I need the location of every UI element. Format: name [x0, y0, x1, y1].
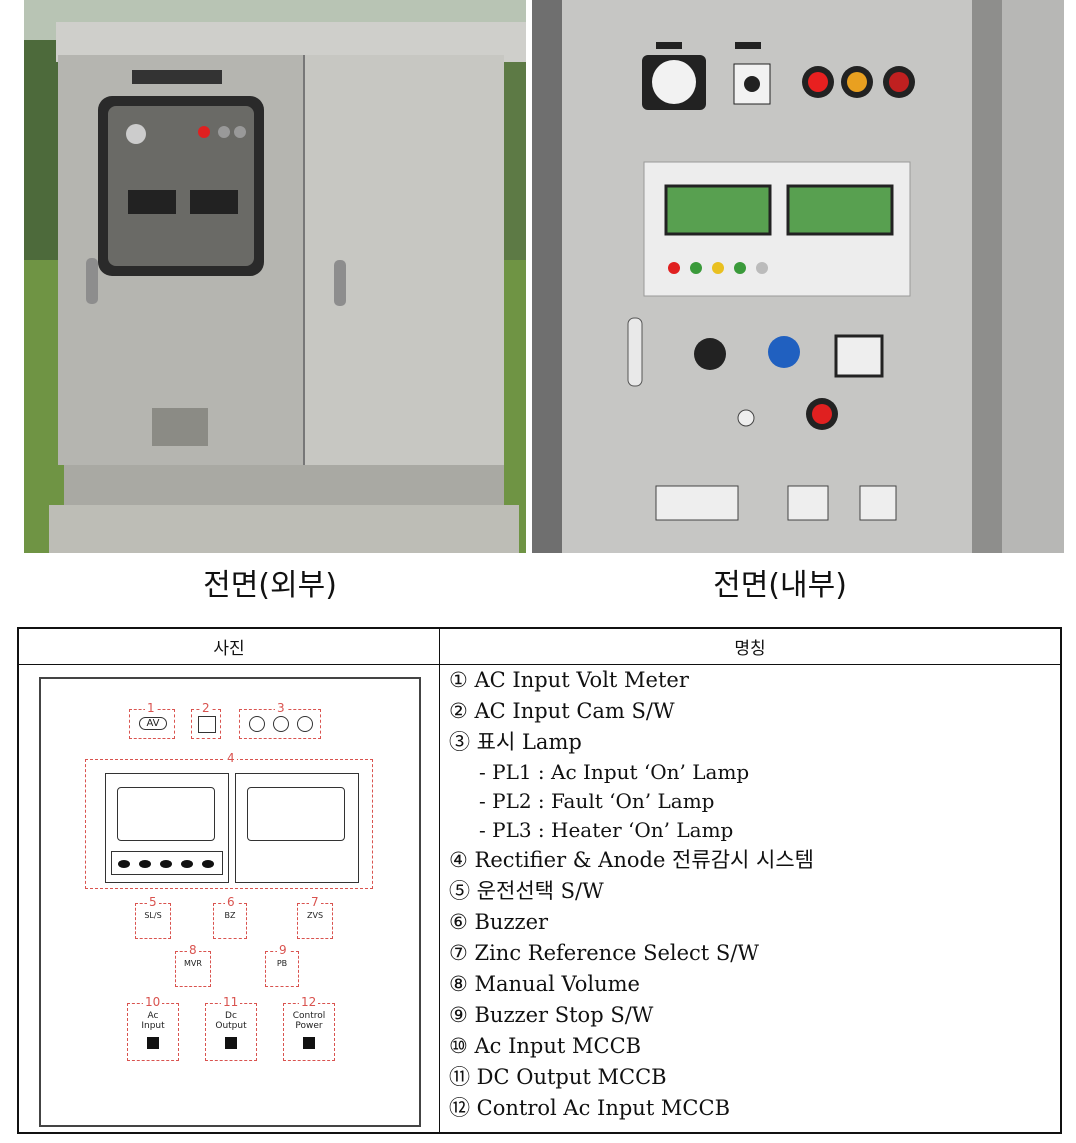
anode-monitor-unit — [235, 773, 359, 883]
interior-panel-photo — [532, 0, 1064, 553]
list-item: ⑨ Buzzer Stop S/W — [449, 1003, 654, 1027]
list-subitem: - PL3 : Heater ‘On’ Lamp — [479, 818, 734, 842]
ac-input-mccb-label: Ac Input — [141, 1011, 165, 1031]
control-power-mccb-icon — [303, 1037, 315, 1049]
exterior-cabinet-photo — [24, 0, 526, 553]
list-item: ⑩ Ac Input MCCB — [449, 1034, 642, 1058]
rectifier-lcd-screen — [117, 787, 215, 841]
name-column-header: 명칭 — [440, 629, 1060, 665]
diagram-number-2: 2 — [200, 701, 212, 715]
volt-meter-label: AV — [139, 717, 167, 730]
list-item: ⑧ Manual Volume — [449, 972, 640, 996]
component-name-list: ① AC Input Volt Meter ② AC Input Cam S/W… — [449, 665, 814, 1124]
pilot-lamp-3-icon — [297, 716, 313, 732]
list-item: ⑤ 운전선택 S/W — [449, 879, 604, 903]
ac-input-mccb-icon — [147, 1037, 159, 1049]
list-item: ③ 표시 Lamp — [449, 730, 582, 754]
diagram-number-3: 3 — [275, 701, 287, 715]
dc-output-mccb-label: Dc Output — [215, 1011, 247, 1031]
buzzer-label: BZ — [224, 911, 236, 920]
selector-switch-label: SL/S — [144, 911, 162, 920]
pilot-lamp-2-icon — [273, 716, 289, 732]
interior-caption: 전면(내부) — [713, 568, 847, 603]
list-item: ① AC Input Volt Meter — [449, 668, 689, 692]
pilot-lamp-1-icon — [249, 716, 265, 732]
diagram-number-7: 7 — [309, 895, 321, 909]
list-item: ⑥ Buzzer — [449, 910, 549, 934]
exterior-cabinet-illustration — [24, 0, 526, 553]
buzzer-stop-label: PB — [276, 959, 288, 968]
diagram-number-10: 10 — [143, 995, 163, 1009]
diagram-number-4: 4 — [225, 751, 237, 765]
anode-lcd-screen — [247, 787, 345, 841]
list-subitem: - PL1 : Ac Input ‘On’ Lamp — [479, 760, 750, 784]
rectifier-monitor-unit — [105, 773, 229, 883]
photo-column-header: 사진 — [19, 629, 439, 665]
diagram-number-5: 5 — [147, 895, 159, 909]
list-item: ② AC Input Cam S/W — [449, 699, 675, 723]
list-subitem: - PL2 : Fault ‘On’ Lamp — [479, 789, 715, 813]
interior-panel-illustration — [532, 0, 1064, 553]
panel-layout-diagram: 1 AV 2 3 4 5 SL/S — [39, 677, 421, 1127]
cam-switch-icon — [198, 716, 216, 733]
list-item: ⑫ Control Ac Input MCCB — [449, 1096, 730, 1120]
zinc-select-label: ZVS — [306, 911, 324, 920]
diagram-number-6: 6 — [225, 895, 237, 909]
component-table: 사진 명칭 1 AV 2 3 4 — [17, 627, 1062, 1134]
diagram-number-1: 1 — [145, 701, 157, 715]
list-item: ⑦ Zinc Reference Select S/W — [449, 941, 759, 965]
manual-volume-label: MVR — [184, 959, 202, 968]
diagram-number-11: 11 — [221, 995, 241, 1009]
list-item: ④ Rectifier & Anode 전류감시 시스템 — [449, 848, 814, 872]
list-item: ⑪ DC Output MCCB — [449, 1065, 667, 1089]
rectifier-button-row — [111, 851, 223, 875]
exterior-caption: 전면(외부) — [203, 568, 337, 603]
control-power-mccb-label: Control Power — [292, 1011, 326, 1031]
diagram-number-8: 8 — [187, 943, 199, 957]
diagram-number-9: 9 — [277, 943, 289, 957]
diagram-number-12: 12 — [299, 995, 319, 1009]
button-row-dots — [118, 860, 214, 868]
dc-output-mccb-icon — [225, 1037, 237, 1049]
column-divider — [439, 629, 440, 1132]
